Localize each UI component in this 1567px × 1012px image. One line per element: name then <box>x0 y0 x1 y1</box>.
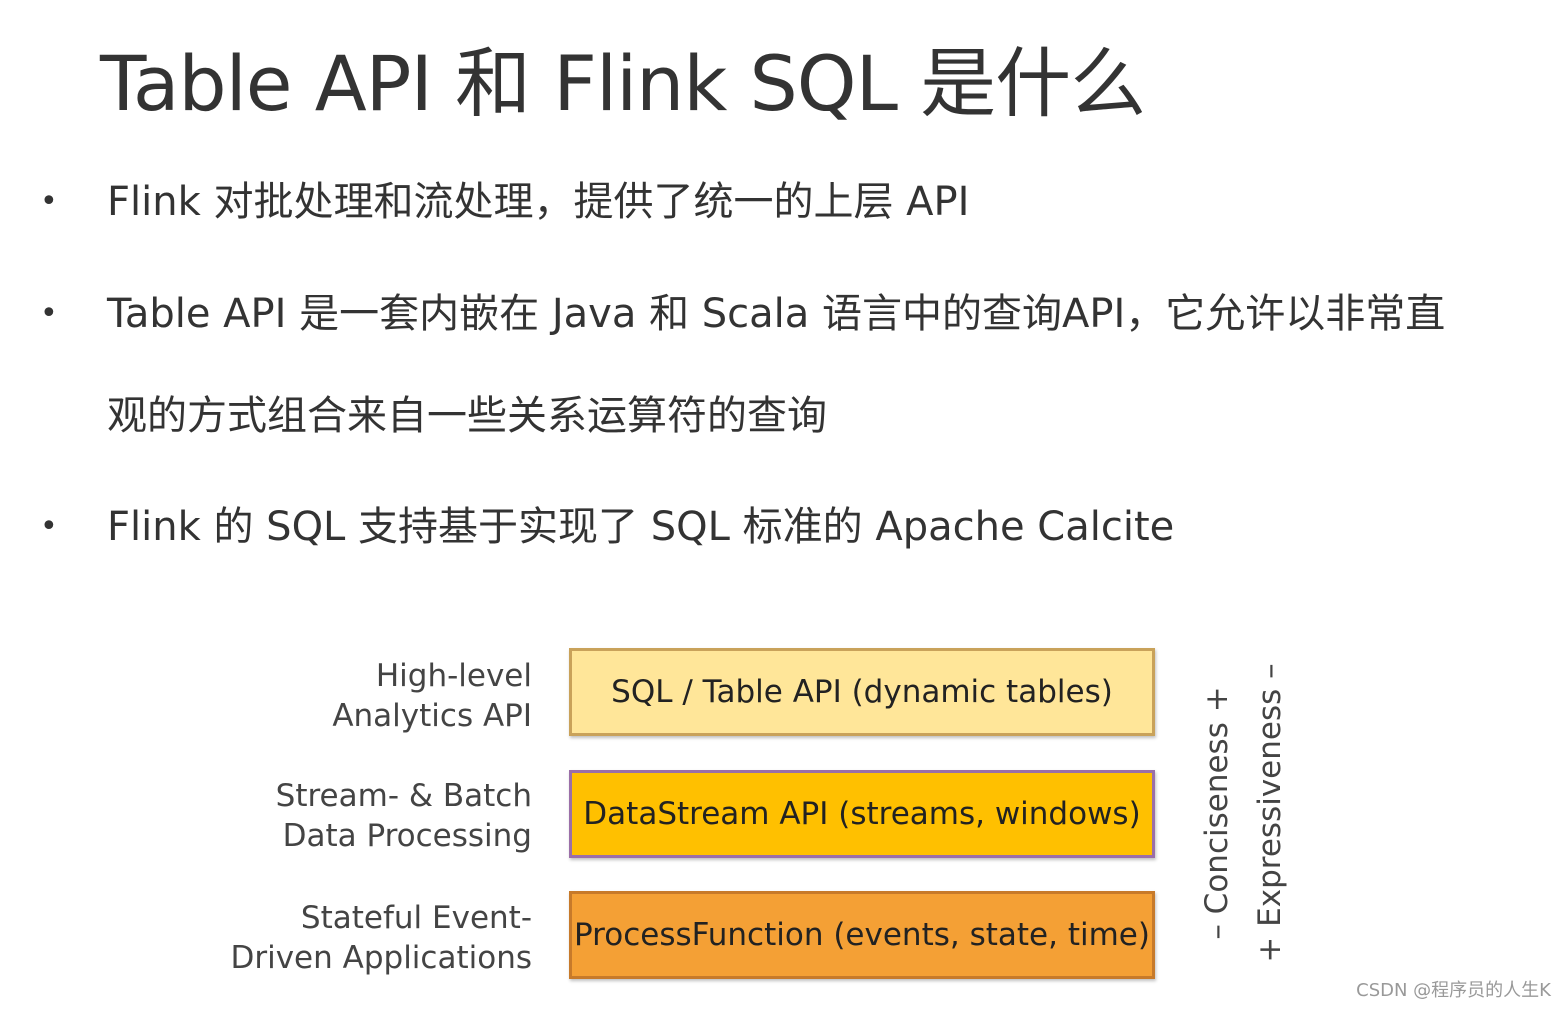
bullet-text: Table API 是一套内嵌在 Java 和 Scala 语言中的查询API，… <box>107 291 1446 337</box>
layer-label: Stream- & Batch Data Processing <box>276 776 532 856</box>
layer-label-line: Stream- & Batch <box>275 778 532 814</box>
slide-title: Table API 和 Flink SQL 是什么 <box>100 39 1146 128</box>
layer-label-line: Analytics API <box>332 698 532 734</box>
bullet-text: Flink 对批处理和流处理，提供了统一的上层 API <box>107 179 970 225</box>
axis-conciseness: – Conciseness + <box>1199 686 1235 940</box>
axis-expressiveness: + Expressiveness – <box>1252 663 1288 963</box>
bullet-marker: • <box>40 509 58 544</box>
layer-label-line: Data Processing <box>282 818 532 854</box>
watermark: CSDN @程序员的人生K <box>1356 980 1551 1001</box>
layer-label: High-level Analytics API <box>332 656 532 736</box>
bullet-marker: • <box>40 184 58 219</box>
layer-box-datastream-api: DataStream API (streams, windows) <box>569 770 1155 858</box>
layer-box-sql-table-api: SQL / Table API (dynamic tables) <box>569 648 1155 736</box>
bullet-marker: • <box>40 296 58 331</box>
layer-label-line: High-level <box>375 658 532 694</box>
bullet-text: Flink 的 SQL 支持基于实现了 SQL 标准的 Apache Calci… <box>107 504 1175 550</box>
layer-label: Stateful Event- Driven Applications <box>230 898 532 978</box>
layer-label-line: Driven Applications <box>230 940 532 976</box>
layer-label-line: Stateful Event- <box>300 900 532 936</box>
bullet-text-continuation: 观的方式组合来自一些关系运算符的查询 <box>107 393 827 439</box>
layer-box-processfunction: ProcessFunction (events, state, time) <box>569 891 1155 979</box>
